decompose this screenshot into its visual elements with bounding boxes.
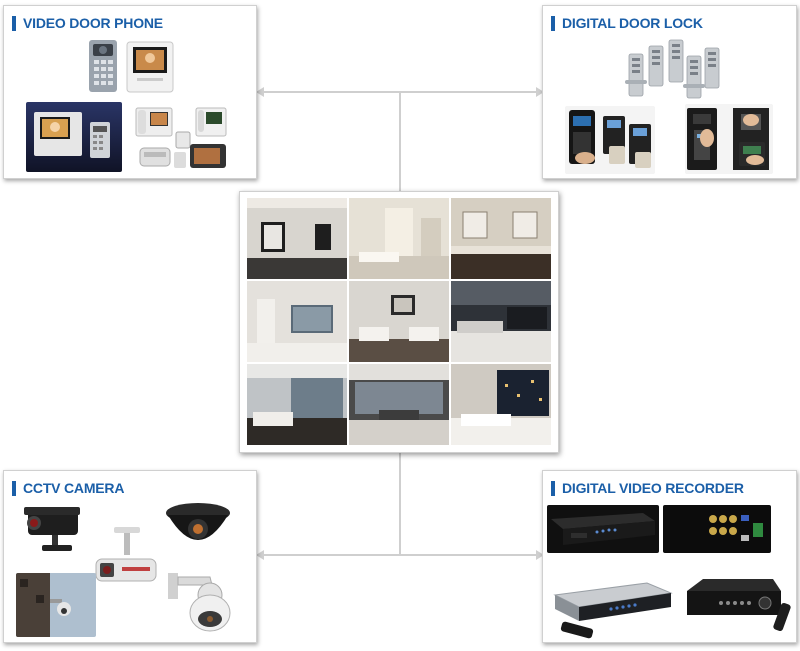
ptz-camera-image xyxy=(168,573,231,632)
bullet-camera-image xyxy=(24,507,80,551)
door-lock-image-left xyxy=(565,106,655,174)
dvr-back-panel-image xyxy=(663,505,771,553)
interior-photo-1 xyxy=(247,198,347,279)
interior-photo-7 xyxy=(247,364,347,445)
dvr-front-image xyxy=(547,505,659,553)
door-lock-image-right xyxy=(685,104,773,174)
box-camera-image xyxy=(95,527,157,582)
interior-photo-4 xyxy=(247,281,347,362)
interior-photo-9 xyxy=(451,364,551,445)
title-bar-icon xyxy=(12,15,16,31)
door-phone-image-left xyxy=(26,102,122,172)
panel-title: VIDEO DOOR PHONE xyxy=(12,15,163,31)
door-lock-image-top xyxy=(625,39,720,99)
door-phone-image-top xyxy=(89,40,174,93)
interior-photo-8 xyxy=(349,364,449,445)
dvr-unit-left-image xyxy=(551,575,675,639)
video-door-phone-panel: VIDEO DOOR PHONE xyxy=(3,5,257,179)
dome-camera-image xyxy=(166,503,230,540)
tower-camera-image xyxy=(16,573,96,637)
panel-title: DIGITAL VIDEO RECORDER xyxy=(551,480,744,496)
interior-photo-grid xyxy=(239,191,559,453)
interior-photo-3 xyxy=(451,198,551,279)
interior-photo-2 xyxy=(349,198,449,279)
title-bar-icon xyxy=(551,480,555,496)
interior-photo-6 xyxy=(451,281,551,362)
digital-door-lock-panel: DIGITAL DOOR LOCK xyxy=(542,5,797,179)
digital-video-recorder-panel: DIGITAL VIDEO RECORDER xyxy=(542,470,797,643)
panel-title: CCTV CAMERA xyxy=(12,480,124,496)
interior-photo-5 xyxy=(349,281,449,362)
dvr-unit-right-image xyxy=(681,573,791,635)
title-bar-icon xyxy=(12,480,16,496)
door-phone-image-right xyxy=(134,104,230,172)
cctv-camera-panel: CCTV CAMERA xyxy=(3,470,257,643)
panel-title: DIGITAL DOOR LOCK xyxy=(551,15,703,31)
title-bar-icon xyxy=(551,15,555,31)
